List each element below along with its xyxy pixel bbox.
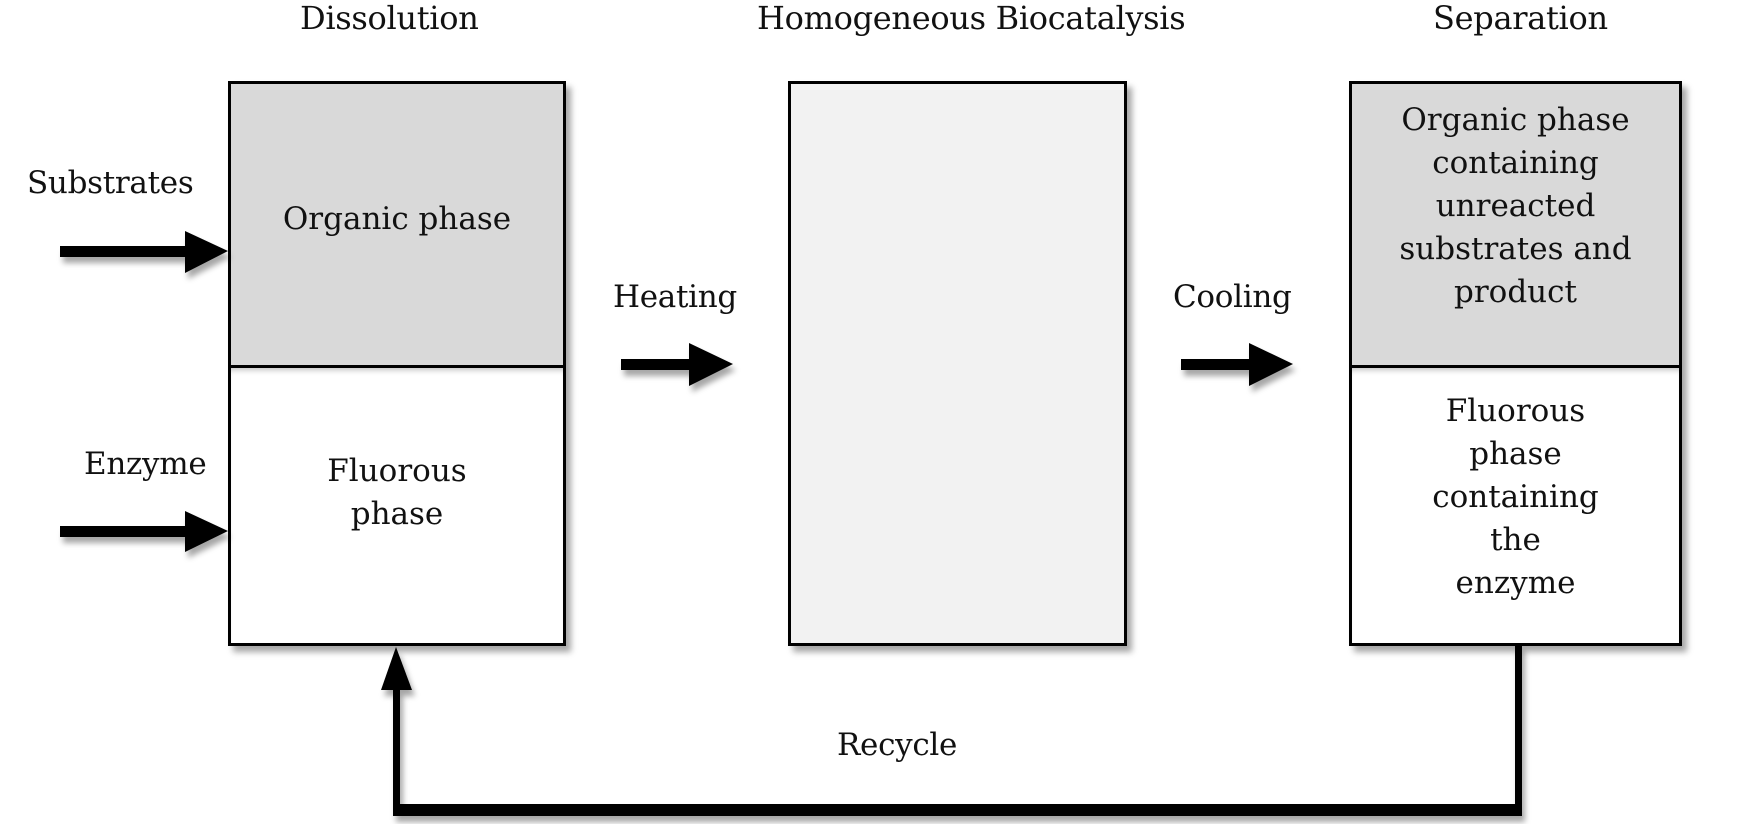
organic-phase-label: Organic phase xyxy=(282,201,512,237)
recycle-arrow-icon xyxy=(381,645,1522,816)
label-recycle: Recycle xyxy=(837,727,958,763)
label-enzyme: Enzyme xyxy=(84,446,207,482)
organic-phase-products-label: Organic phase containing unreacted subst… xyxy=(1399,102,1632,310)
enzyme-arrow-icon xyxy=(60,511,228,552)
fluorous-phase-enzyme-label: Fluorous phase containing the enzyme xyxy=(1432,393,1599,601)
heading-homogeneous-biocatalysis: Homogeneous Biocatalysis xyxy=(757,0,1186,37)
fluorous-phase-cell: Fluorous phase xyxy=(231,368,563,643)
label-cooling: Cooling xyxy=(1173,279,1292,315)
fluorous-phase-enzyme-cell: Fluorous phase containing the enzyme xyxy=(1352,368,1679,643)
label-substrates: Substrates xyxy=(27,165,194,201)
label-heating: Heating xyxy=(613,279,737,315)
fluorous-phase-label: Fluorous phase xyxy=(327,453,467,532)
biocatalysis-reactor xyxy=(788,81,1127,646)
separation-vessel: Organic phase containing unreacted subst… xyxy=(1349,81,1682,646)
heating-arrow-icon xyxy=(621,343,733,386)
dissolution-vessel: Organic phase Fluorous phase xyxy=(228,81,566,646)
heading-separation: Separation xyxy=(1433,0,1608,37)
heading-dissolution: Dissolution xyxy=(300,0,479,37)
organic-phase-products-cell: Organic phase containing unreacted subst… xyxy=(1352,84,1679,368)
substrates-arrow-icon xyxy=(60,231,228,273)
organic-phase-cell: Organic phase xyxy=(231,84,563,368)
cooling-arrow-icon xyxy=(1181,343,1293,386)
